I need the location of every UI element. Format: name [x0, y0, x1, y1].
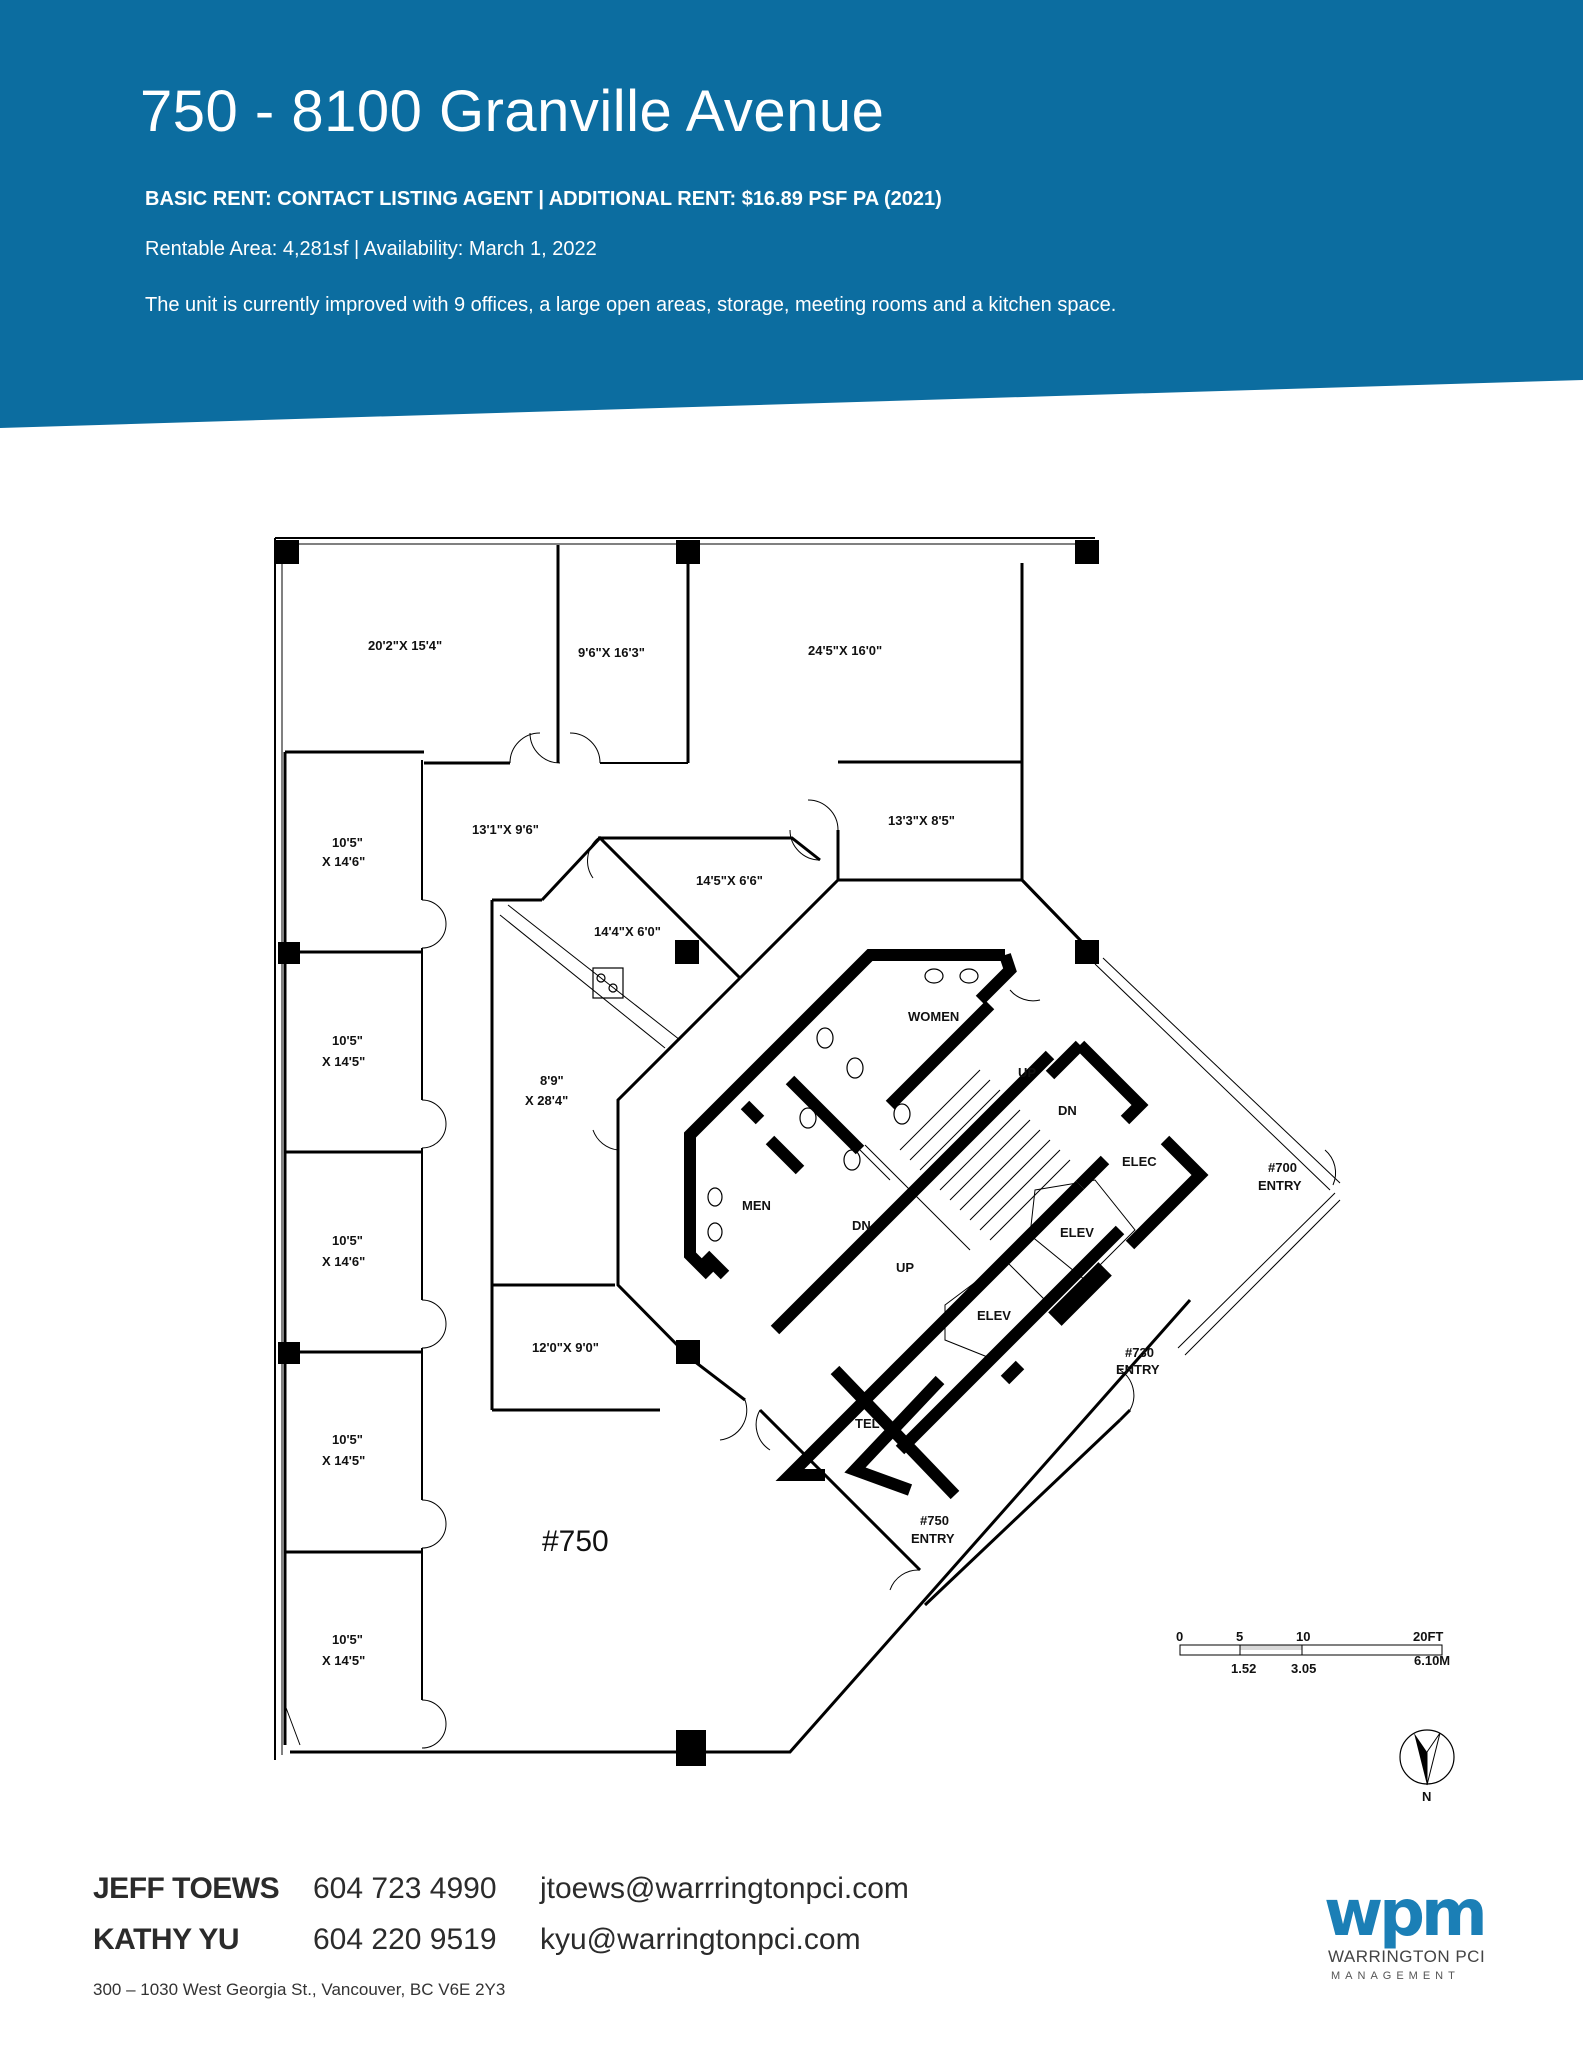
office-label: 10'5": [332, 835, 363, 850]
room-label: 8'9": [540, 1073, 564, 1088]
contact-phone[interactable]: 604 723 4990: [313, 1872, 497, 1905]
elevator-label: ELEV: [977, 1308, 1011, 1323]
page-title: 750 - 8100 Granville Avenue: [140, 79, 885, 144]
entry-700-label: ENTRY: [1258, 1178, 1302, 1193]
logo-name: WARRINGTON PCI: [1328, 1947, 1486, 1966]
room-label: X 28'4": [525, 1093, 568, 1108]
tel-label: TEL: [855, 1416, 880, 1431]
svg-text:1.52: 1.52: [1231, 1661, 1256, 1676]
room-label: 12'0"X 9'0": [532, 1340, 599, 1355]
svg-text:3.05: 3.05: [1291, 1661, 1316, 1676]
svg-text:6.10M: 6.10M: [1414, 1653, 1450, 1668]
stair-up-label: UP: [896, 1260, 914, 1275]
elec-label: ELEC: [1122, 1154, 1157, 1169]
north-label: N: [1422, 1789, 1431, 1804]
room-label: 9'6"X 16'3": [578, 645, 645, 660]
stair-up-label: UP: [1018, 1065, 1036, 1080]
stair-down-label: DN: [852, 1218, 871, 1233]
room-label: 13'3"X 8'5": [888, 813, 955, 828]
entry-750-label: #750: [920, 1513, 949, 1528]
svg-text:wpm: wpm: [1324, 1877, 1484, 1951]
office-address: 300 – 1030 West Georgia St., Vancouver, …: [93, 1980, 506, 1999]
scale-bar: 0 5 10 20FT 1.52 3.05 6.10M: [1176, 1629, 1450, 1676]
description: The unit is currently improved with 9 of…: [145, 294, 1117, 316]
women-label: WOMEN: [908, 1009, 959, 1024]
stair-down-label: DN: [1058, 1103, 1077, 1118]
office-label: X 14'6": [322, 1254, 365, 1269]
office-label: X 14'6": [322, 854, 365, 869]
north-arrow-icon: N: [1399, 1729, 1455, 1804]
room-label: 14'4"X 6'0": [594, 924, 661, 939]
entry-730-label: ENTRY: [1116, 1362, 1160, 1377]
svg-text:20FT: 20FT: [1413, 1629, 1443, 1644]
room-label: 14'5"X 6'6": [696, 873, 763, 888]
office-label: 10'5": [332, 1033, 363, 1048]
unit-label: #750: [542, 1525, 609, 1558]
area-line: Rentable Area: 4,281sf | Availability: M…: [145, 238, 597, 260]
office-label: 10'5": [332, 1233, 363, 1248]
office-label: 10'5": [332, 1632, 363, 1647]
entry-700-label: #700: [1268, 1160, 1297, 1175]
men-label: MEN: [742, 1198, 771, 1213]
office-label: 10'5": [332, 1432, 363, 1447]
entry-750-label: ENTRY: [911, 1531, 955, 1546]
entry-730-label: #730: [1125, 1345, 1154, 1360]
contact-email[interactable]: kyu@warringtonpci.com: [540, 1923, 861, 1956]
logo-subtitle: MANAGEMENT: [1331, 1970, 1460, 1982]
contact-name: KATHY YU: [93, 1923, 240, 1956]
room-label: 24'5"X 16'0": [808, 643, 882, 658]
office-label: X 14'5": [322, 1453, 365, 1468]
room-label: 20'2"X 15'4": [368, 638, 442, 653]
header-band: [0, 0, 1583, 428]
contact-name: JEFF TOEWS: [93, 1872, 280, 1905]
rent-line: BASIC RENT: CONTACT LISTING AGENT | ADDI…: [145, 188, 942, 210]
svg-text:10: 10: [1296, 1629, 1310, 1644]
office-label: X 14'5": [322, 1653, 365, 1668]
office-label: X 14'5": [322, 1054, 365, 1069]
contact-phone[interactable]: 604 220 9519: [313, 1923, 497, 1956]
svg-text:5: 5: [1236, 1629, 1243, 1644]
room-label: 13'1"X 9'6": [472, 822, 539, 837]
elevator-label: ELEV: [1060, 1225, 1094, 1240]
company-logo: wpm: [1324, 1877, 1488, 1951]
svg-text:0: 0: [1176, 1629, 1183, 1644]
contact-email[interactable]: jtoews@warrringtonpci.com: [540, 1872, 909, 1905]
